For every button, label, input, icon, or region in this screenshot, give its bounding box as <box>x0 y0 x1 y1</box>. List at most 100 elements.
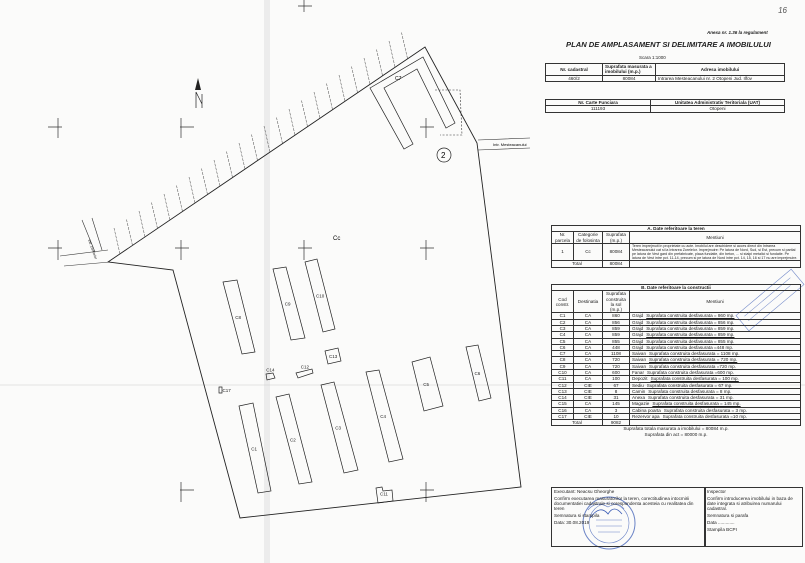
parcel-label: Cc <box>333 236 340 242</box>
building-label-c17: C17 <box>223 388 232 393</box>
parcel-number-circle <box>436 147 452 163</box>
th: Suprafata (m.p.) <box>602 231 630 244</box>
built-area-note: Suprafata construita desfasurata =600 mp… <box>647 369 734 375</box>
parcel-number: 2 <box>441 151 446 160</box>
land-total-label: Total <box>551 260 603 268</box>
building-c14 <box>265 372 276 381</box>
th: Nr. parcela <box>551 231 574 244</box>
executant-name: Executant: Neacsu Gheorghe <box>554 489 615 494</box>
built-area-note: Suprafata construita desfasurata = 100 m… <box>650 376 739 382</box>
land-notes: Teren imprejmuit in proprietate cu acte.… <box>629 242 801 262</box>
building-type: Fanar <box>632 369 645 375</box>
building-type: Saivan <box>632 363 647 369</box>
neighbour-line <box>351 66 358 93</box>
inspector-sign: Semnatura si parafa <box>707 513 749 518</box>
inspector-text: Confirm introducerea imobilului in baza … <box>707 496 793 511</box>
building-label-c4: C4 <box>380 414 386 419</box>
building-type: Grajd <box>632 313 644 319</box>
building-type: Magazie <box>632 401 650 407</box>
building-label-c13: C13 <box>329 354 338 359</box>
land-total: 80084 <box>602 260 630 268</box>
built-area-note: Suprafata construita desfasurata = 720 m… <box>649 357 738 363</box>
building-c6 <box>465 344 492 402</box>
building-label-c5: C5 <box>423 382 429 387</box>
building-c3 <box>320 381 359 474</box>
building-label-c8: C8 <box>235 315 241 320</box>
building-c10 <box>304 258 336 333</box>
inspector-box: Inspector Confirm introducerea imobilulu… <box>704 487 803 547</box>
building-label-c9: C9 <box>285 302 291 307</box>
uat: Otopeni <box>650 105 785 113</box>
th: Destinatia <box>573 290 603 314</box>
executant-sign: Semnatura si stampila <box>554 513 600 518</box>
building-type: Depozit <box>632 376 648 382</box>
land-category: Cc <box>573 242 603 262</box>
header-address: Adresa imobilului <box>655 63 785 76</box>
inspector-stamp: Stampila BCPI <box>707 527 737 532</box>
cadastral-number: 460/2 <box>545 74 603 82</box>
grid-crosses <box>48 0 434 502</box>
neighbour-line <box>201 168 208 195</box>
building-label-c6: C6 <box>475 371 481 376</box>
executant-date: Data: 30.08.2019 <box>554 520 590 525</box>
annex-note: Anexa nr. 1.36 la regulament <box>707 30 768 35</box>
parcel-boundary <box>106 46 522 519</box>
building-type: Grajd <box>632 319 644 325</box>
neighbour-line <box>288 108 296 136</box>
building-label-c10: C10 <box>316 294 325 299</box>
building-type: Camin <box>632 388 646 394</box>
built-area-note: Suprafata construita desfasurata = 1108 … <box>649 351 740 357</box>
area-summary2: Suprafata din act = 80000 m.p. <box>644 431 708 437</box>
building-type: Grajd <box>632 344 644 350</box>
built-area-note: Suprafata construita desfasurata = 855 m… <box>646 338 735 344</box>
neighbour-line <box>251 134 258 161</box>
building-c1 <box>238 402 272 494</box>
header-cadastral: Nr. cadastral <box>545 63 603 76</box>
built-area-note: Suprafata construita desfasurata = 8 mp. <box>648 388 732 394</box>
th: Suprafata construita la sol (m.p.) <box>602 290 630 314</box>
building-type: Grajd <box>632 338 644 344</box>
built-area-note: Suprafata construita desfasurata =720 mp… <box>649 363 736 369</box>
neighbour-line <box>163 193 171 221</box>
building-c9 <box>272 266 306 341</box>
neighbour-line <box>301 100 308 127</box>
built-area-note: Suprafata construita desfasurata = 859 m… <box>646 332 735 338</box>
document-title: PLAN DE AMPLASAMENT SI DELIMITARE A IMOB… <box>566 40 771 49</box>
neighbour-line <box>313 91 321 119</box>
built-area-note: Suprafata construita desfasurata =448 mp… <box>646 344 734 350</box>
built-area-note: Suprafata construita desfasurata = 67 mp… <box>646 382 733 388</box>
neighbour-line <box>113 227 121 255</box>
neighbour-line <box>226 151 233 178</box>
construction-table: B. Date referitoare la constructii Cod c… <box>551 283 801 437</box>
built-area-note: Suprafata construita desfasurata = 860 m… <box>646 313 735 319</box>
neighbour-line <box>151 202 158 229</box>
building-c5 <box>411 356 444 412</box>
built-area-note: Suprafata construita desfasurata = 31 mp… <box>648 395 734 401</box>
built-area-note: Suprafata construita desfasurata = 3 mp. <box>663 407 747 413</box>
building-type: Cabina poarta <box>632 407 661 413</box>
signature <box>589 508 623 519</box>
header-uat: Unitatea Administrativ Teritoriala (UAT) <box>650 98 785 107</box>
neighbour-line <box>238 142 246 170</box>
area-summary1: Suprafata totala masurata a imobilului =… <box>623 426 729 432</box>
building-c2 <box>275 393 313 485</box>
neighbour-line <box>388 40 396 68</box>
building-label-c1: C1 <box>251 446 257 451</box>
building-label-c14: C14 <box>266 367 275 372</box>
building-c13 <box>324 347 342 365</box>
